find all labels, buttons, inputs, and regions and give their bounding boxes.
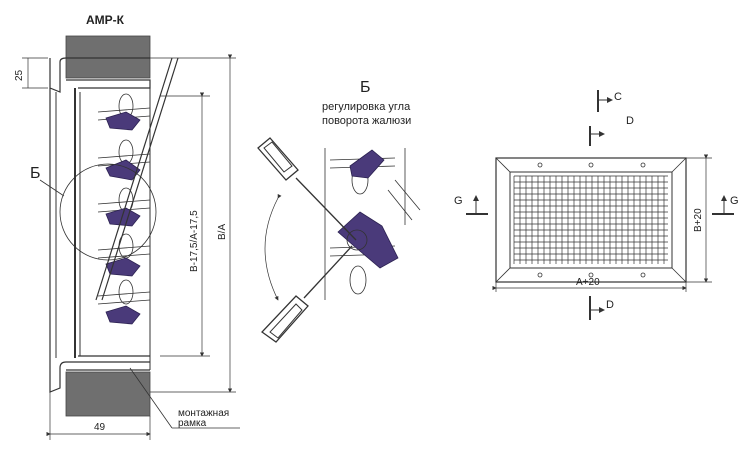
slot-bottom — [349, 265, 367, 295]
front-view: C D G G A+20 B+20 D — [454, 90, 739, 320]
clip-top — [349, 149, 385, 179]
left-section-view: АМР-К — [14, 13, 240, 440]
dim-outer-size: B/A — [217, 224, 228, 240]
dim-25: 25 — [14, 69, 25, 81]
grille-mesh — [513, 175, 668, 264]
grille-outer — [495, 157, 687, 283]
louver-slats — [97, 93, 151, 305]
wall-top — [65, 35, 151, 79]
section-c: C — [614, 91, 622, 103]
section-d-top: D — [626, 115, 634, 127]
grille-inner — [509, 171, 673, 269]
model-title: АМР-К — [86, 13, 125, 27]
detail-heading-b: Б — [360, 79, 371, 96]
detail-leader — [39, 179, 65, 197]
hole-2 — [588, 162, 594, 168]
dim-width: A+20 — [576, 277, 600, 288]
frame-profile-bottom — [49, 355, 150, 393]
screwdriver-bottom — [261, 245, 353, 343]
hole-1 — [537, 162, 543, 168]
detail-circle — [59, 163, 157, 261]
wall-bottom — [65, 371, 151, 417]
frame-label-line1: монтажная — [178, 408, 229, 419]
section-g-left: G — [454, 195, 463, 207]
caption-line1: регулировка угла — [322, 101, 411, 113]
pivot-circle — [346, 229, 368, 251]
section-g-right: G — [730, 195, 739, 207]
clip-main — [337, 211, 399, 269]
detail-view: Б регулировка угла поворота жалюзи — [257, 79, 421, 343]
hole-4 — [537, 272, 543, 278]
section-d-bottom: D — [606, 299, 614, 311]
frame-label-line2: рамка — [178, 418, 207, 429]
dim-49: 49 — [94, 422, 106, 433]
screwdriver-top — [257, 137, 357, 241]
hole-6 — [640, 272, 646, 278]
hole-3 — [640, 162, 646, 168]
rotation-arc — [264, 193, 282, 301]
caption-line2: поворота жалюзи — [322, 115, 411, 127]
slat-clips — [105, 111, 141, 325]
dim-height: B+20 — [693, 208, 704, 232]
hole-5 — [588, 272, 594, 278]
detail-label-b: Б — [30, 165, 41, 182]
tool-shaft — [101, 57, 179, 301]
dim-inner-size: B-17,5/A-17,5 — [189, 210, 200, 272]
